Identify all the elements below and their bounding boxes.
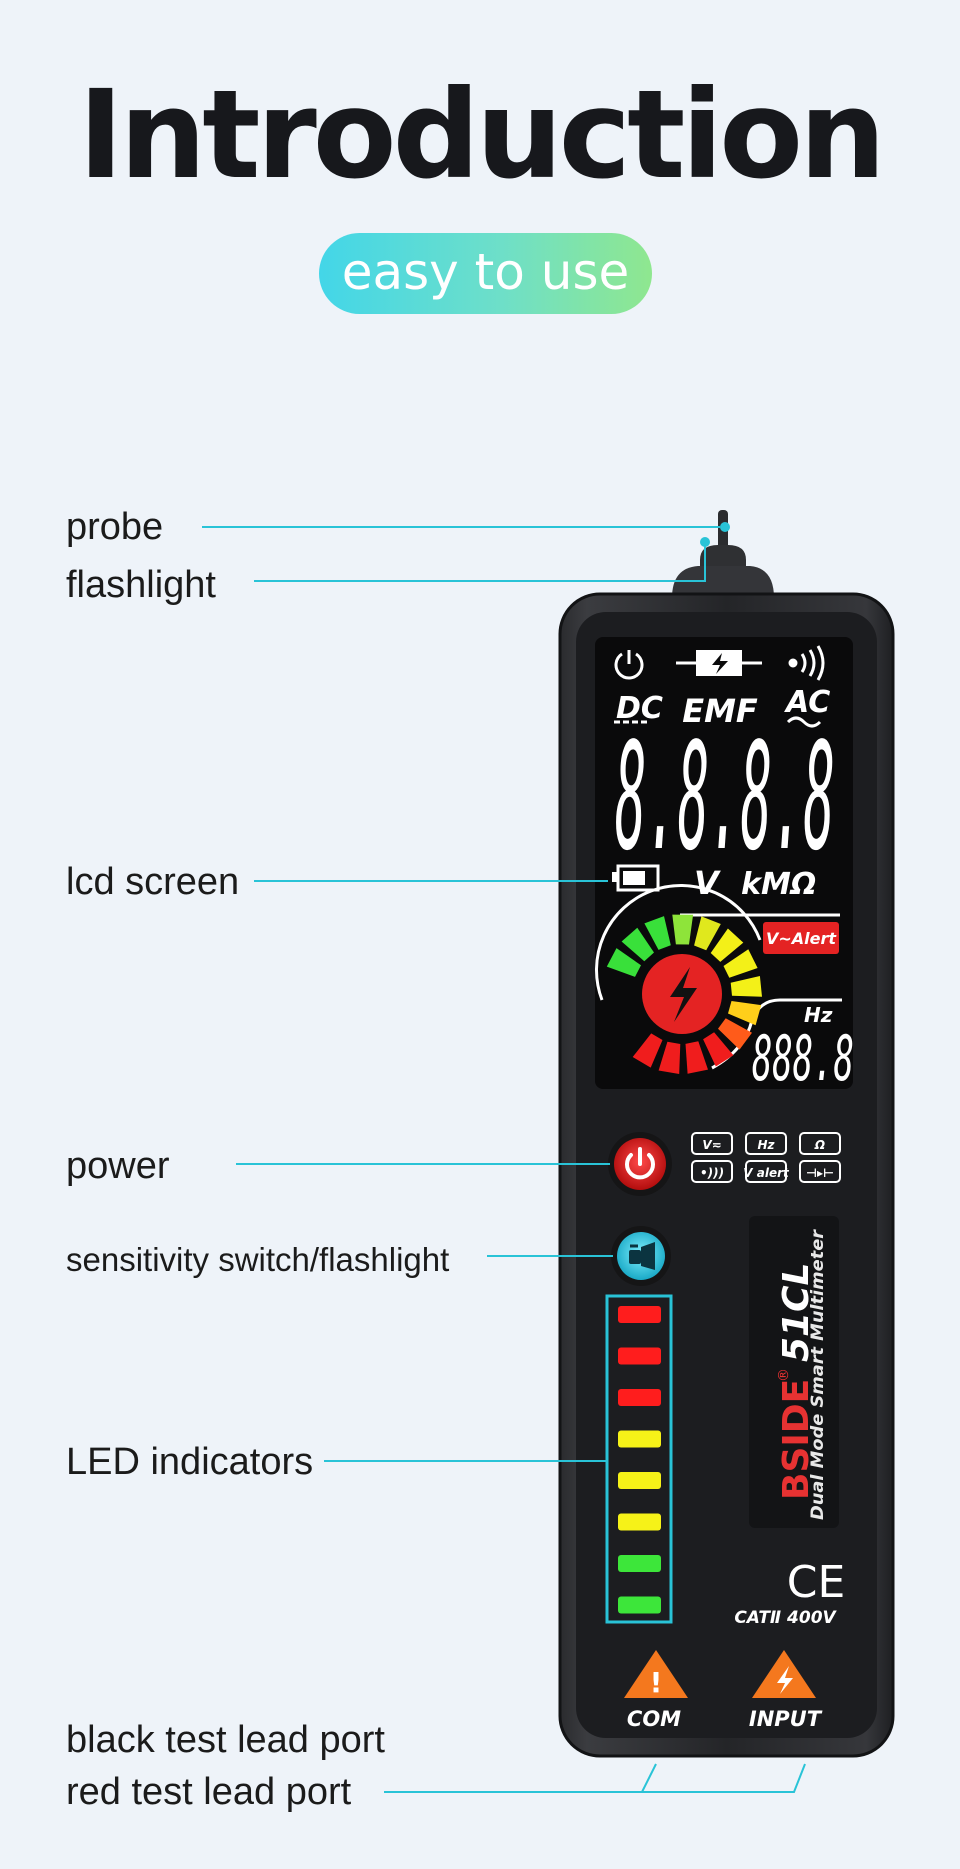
- v-alert-label: V~Alert: [766, 929, 837, 948]
- led-indicator: [618, 1389, 661, 1406]
- mode-key-label: V alert: [743, 1166, 790, 1180]
- label-sensitivity-switch: sensitivity switch/flashlight: [66, 1241, 450, 1278]
- gauge-segment: [644, 916, 671, 950]
- subtitle-badge: easy to use: [319, 233, 652, 314]
- mode-key-label: Hz: [757, 1138, 775, 1152]
- gauge-segment: [672, 914, 694, 945]
- brand-registered: ®: [776, 1368, 792, 1382]
- led-indicator: [618, 1596, 661, 1614]
- flashlight-icon: [629, 1242, 655, 1270]
- lcd-dc-label: DC: [616, 691, 663, 726]
- high-voltage-icon: [777, 1666, 793, 1694]
- gauge-segment: [723, 949, 758, 978]
- lcd-emf-label: EMF: [682, 692, 758, 730]
- low-battery-icon: [612, 864, 660, 892]
- mode-key: [691, 1132, 733, 1155]
- label-flashlight: flashlight: [66, 564, 216, 606]
- model-name: 51CL: [776, 1263, 817, 1362]
- led-indicator: [618, 1306, 661, 1323]
- lcd-unit-v: V: [694, 864, 721, 902]
- sensitivity-flashlight-button[interactable]: [611, 1226, 671, 1286]
- gauge-segment: [703, 1032, 734, 1067]
- probe-tip: [672, 510, 774, 600]
- gauge-segment: [694, 916, 721, 951]
- input-port[interactable]: INPUT: [749, 1650, 823, 1731]
- continuity-icon: [788, 645, 825, 681]
- mode-key-label: ⊣▸⊢: [806, 1166, 834, 1180]
- leader-lines: [202, 526, 806, 1793]
- gauge-segment: [632, 1033, 663, 1068]
- label-probe: probe: [66, 506, 164, 548]
- lcd-main-digits: 8.8.8.8: [615, 711, 835, 883]
- brand-panel: BSIDE ® 51CL Dual Mode Smart Multimeter: [749, 1216, 839, 1528]
- com-port[interactable]: ! COM: [624, 1650, 688, 1731]
- led-indicator: [618, 1472, 661, 1489]
- mode-key: [799, 1132, 841, 1155]
- lcd-unit-ohm: kMΩ: [741, 867, 816, 902]
- led-indicator: [618, 1513, 661, 1531]
- ce-mark: CE: [787, 1557, 846, 1608]
- mode-key-label: •))): [700, 1166, 724, 1180]
- led-indicator: [618, 1430, 661, 1448]
- mode-key: [745, 1160, 787, 1183]
- led-indicator: [618, 1347, 661, 1365]
- label-black-test-lead-port: black test lead port: [66, 1719, 385, 1761]
- mode-key: [691, 1160, 733, 1183]
- port-input-label: INPUT: [749, 1707, 823, 1731]
- page-title: Introduction: [78, 64, 886, 206]
- tagline: Dual Mode Smart Multimeter: [808, 1228, 828, 1520]
- voltage-gauge: [594, 884, 762, 1074]
- warning-icon: !: [650, 1666, 663, 1699]
- label-power: power: [66, 1145, 170, 1187]
- label-lcd-screen: lcd screen: [66, 861, 240, 903]
- mode-indicator-grid: V≂ Hz Ω •))) V alert ⊣▸⊢: [691, 1132, 841, 1183]
- label-red-test-lead-port: red test lead port: [66, 1771, 352, 1813]
- gauge-segment: [621, 927, 654, 962]
- timer-icon: [614, 650, 644, 680]
- gauge-segment: [730, 976, 762, 997]
- lcd-hz-label: Hz: [804, 1003, 833, 1027]
- cat-rating: CATⅡ 400V: [734, 1608, 837, 1628]
- gauge-segment: [685, 1041, 708, 1074]
- probe-marker: [720, 522, 730, 532]
- led-bracket: [605, 1294, 673, 1624]
- label-led-indicators: LED indicators: [66, 1441, 314, 1483]
- power-button[interactable]: [608, 1132, 672, 1196]
- mode-key: [745, 1132, 787, 1155]
- lcd-screen: DC EMF AC 8.8.8.8 V kMΩ V~Alert Hz 888.8: [594, 637, 854, 1095]
- led-indicator-column: [618, 1306, 661, 1614]
- v-alert-badge: [763, 922, 839, 954]
- mode-key-label: V≂: [702, 1138, 721, 1152]
- lcd-hz-digits: 888.8: [752, 1022, 854, 1095]
- mode-key: [799, 1160, 841, 1183]
- battery-charge-icon: [676, 650, 762, 676]
- led-indicator: [618, 1555, 661, 1572]
- lightning-icon: [670, 967, 697, 1022]
- gauge-segment: [728, 1001, 762, 1026]
- gauge-segment: [718, 1018, 752, 1050]
- mode-key-label: Ω: [814, 1138, 825, 1152]
- gauge-segment: [710, 928, 744, 962]
- power-icon: [625, 1147, 655, 1180]
- gauge-segment: [606, 948, 641, 977]
- port-com-label: COM: [627, 1707, 681, 1731]
- gauge-segment: [658, 1041, 681, 1074]
- lcd-ac-label: AC: [784, 685, 830, 720]
- brand-name: BSIDE: [776, 1379, 817, 1500]
